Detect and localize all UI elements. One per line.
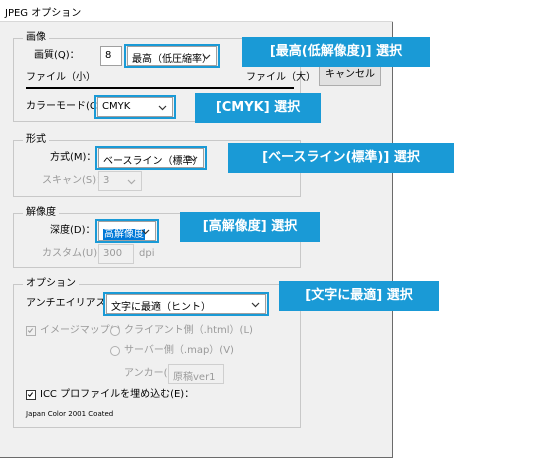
highlight-antialias	[103, 292, 269, 316]
window-title: JPEG オプション	[5, 8, 82, 19]
imagemap-label: イメージマップ(I)	[40, 325, 121, 336]
highlight-method	[95, 146, 207, 170]
callout-resolution: [高解像度] 選択	[180, 212, 320, 242]
callout-text: [文字に最適] 選択	[279, 281, 439, 311]
imagemap-checkbox[interactable]	[26, 326, 36, 336]
quality-label: 画質(Q)：	[34, 50, 80, 61]
chevron-down-icon	[202, 54, 211, 60]
antialias-select[interactable]: 文字に最適（ヒント）	[106, 294, 266, 314]
color-mode-select[interactable]: CMYK	[97, 97, 173, 117]
depth-select[interactable]: 高解像度	[98, 221, 156, 241]
quality-select[interactable]: 最高（低圧縮率）	[127, 46, 217, 66]
highlight-depth	[95, 219, 159, 243]
depth-selected-text: 高解像度	[103, 229, 145, 240]
antialias-label: アンチエイリアス(A)：	[26, 298, 131, 309]
server-side-label: サーバー側（.map）(V)	[124, 345, 234, 356]
title-bar: JPEG オプション	[0, 0, 393, 22]
check-icon	[27, 392, 34, 397]
client-side-radio[interactable]	[110, 326, 120, 336]
dpi-unit-label: dpi	[139, 248, 155, 259]
chevron-down-icon	[251, 302, 260, 308]
quality-slider[interactable]	[26, 87, 294, 89]
options-group: オプション	[13, 278, 301, 428]
callout-baseline: [ベースライン(標準)] 選択	[228, 143, 454, 173]
check-icon	[27, 328, 34, 333]
chevron-down-icon	[189, 156, 198, 162]
resolution-group-title: 解像度	[23, 207, 59, 219]
custom-dpi-input[interactable]: 300	[98, 244, 134, 264]
method-label: 方式(M)：	[50, 152, 97, 163]
anchor-label: アンカー(N)：	[124, 368, 189, 379]
chevron-down-icon	[158, 105, 167, 111]
client-side-label: クライアント側（.html）(L)	[124, 325, 253, 336]
anchor-input[interactable]: 原稿ver1	[168, 364, 224, 384]
jpeg-options-dialog: JPEG オプション 画像 画質(Q)： 8 最高（低圧縮率） ファイル（小） …	[0, 0, 393, 458]
image-group: 画像	[13, 32, 301, 122]
chevron-down-icon	[141, 229, 150, 235]
icc-label: ICC プロファイルを埋め込む(E)：	[40, 389, 195, 400]
server-side-radio[interactable]	[110, 346, 120, 356]
callout-cmyk: [CMYK] 選択	[195, 93, 321, 123]
color-mode-label: カラーモード(C)：	[26, 101, 111, 112]
large-file-label: ファイル（大）	[246, 72, 316, 83]
callout-quality: [最高(低解像度)] 選択	[242, 37, 430, 67]
cancel-button[interactable]: キャンセル	[319, 64, 381, 86]
highlight-quality	[124, 44, 220, 68]
chevron-down-icon	[127, 179, 136, 185]
highlight-color-mode	[94, 95, 176, 119]
depth-label: 深度(D)：	[50, 225, 96, 236]
method-select[interactable]: ベースライン（標準）	[98, 148, 204, 168]
quality-input[interactable]: 8	[100, 46, 122, 66]
scan-select[interactable]: 3	[98, 171, 142, 191]
icc-profile-name: Japan Color 2001 Coated	[26, 410, 114, 418]
image-group-title: 画像	[23, 32, 49, 44]
icc-checkbox[interactable]	[26, 390, 36, 400]
scan-label: スキャン(S)：	[42, 175, 107, 186]
custom-label: カスタム(U)：	[42, 248, 108, 259]
small-file-label: ファイル（小）	[26, 72, 96, 83]
format-group-title: 形式	[23, 134, 49, 146]
options-group-title: オプション	[23, 278, 79, 290]
